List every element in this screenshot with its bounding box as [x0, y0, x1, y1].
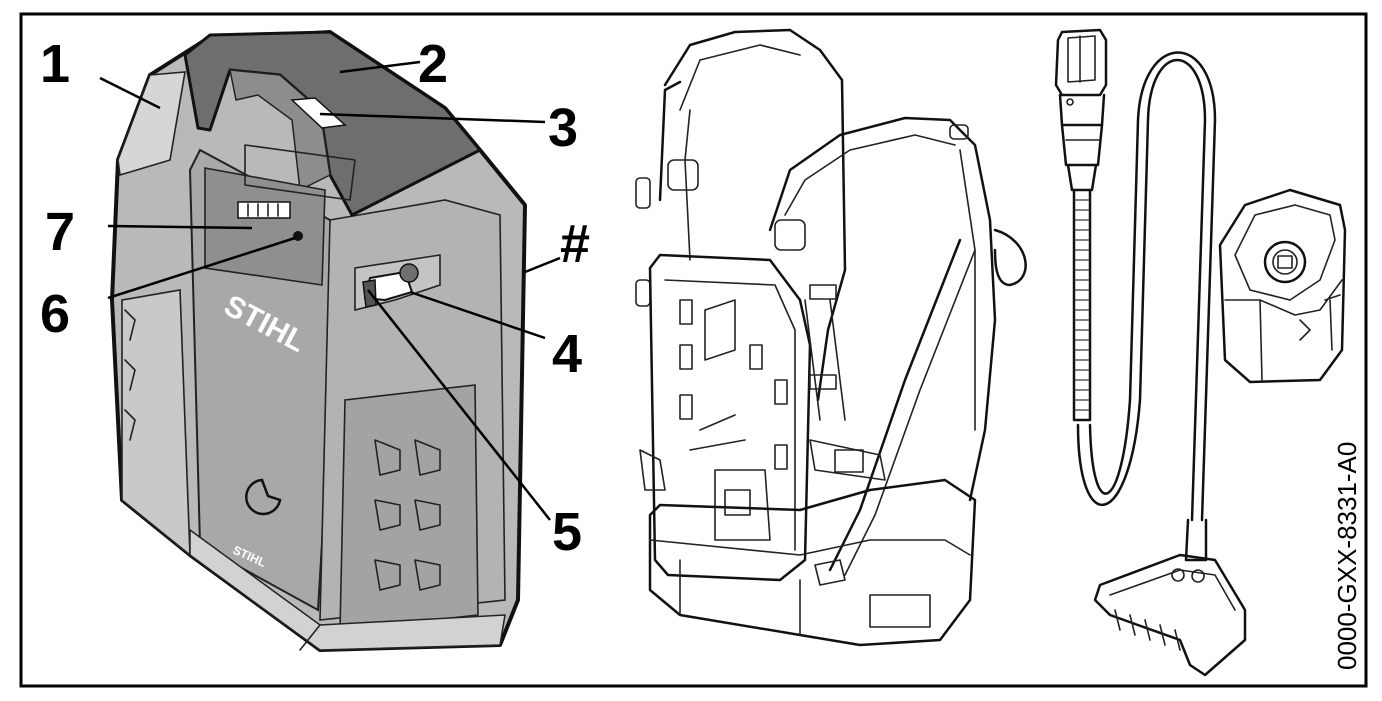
- chest-strap: [828, 238, 962, 572]
- battery-status-button: [293, 231, 303, 241]
- charge-level-leds: [237, 201, 291, 219]
- callout-5: 5: [552, 502, 582, 562]
- cable-adapter: [1093, 553, 1247, 677]
- leader-lines: [99, 60, 561, 521]
- image-reference-code: 0000-GXX-8331-A0: [1332, 442, 1362, 670]
- left-shoulder-strap: [663, 28, 847, 402]
- callout-2: 2: [418, 34, 448, 94]
- battery-emblem-icon: [245, 478, 282, 516]
- back-plate: [648, 253, 812, 582]
- cable-plug: [1054, 28, 1108, 97]
- battery-display-panel: [204, 167, 326, 286]
- callout-6: 6: [40, 284, 70, 344]
- handle-grip-slot: [290, 97, 347, 129]
- callout-4: 4: [552, 324, 582, 384]
- callout-3: 3: [548, 98, 578, 158]
- callout-hash: #: [560, 214, 590, 274]
- battery-side-face: [117, 71, 186, 177]
- carrying-system: [635, 28, 1027, 647]
- right-shoulder-strap: [768, 116, 997, 502]
- battery-adapter: [1218, 188, 1347, 384]
- callout-7: 7: [45, 202, 75, 262]
- callout-1: 1: [40, 34, 70, 94]
- cable-corrugation: [1074, 199, 1090, 411]
- battery-pack: STIHL STIHL: [110, 30, 527, 652]
- connection-cable: [1054, 28, 1247, 677]
